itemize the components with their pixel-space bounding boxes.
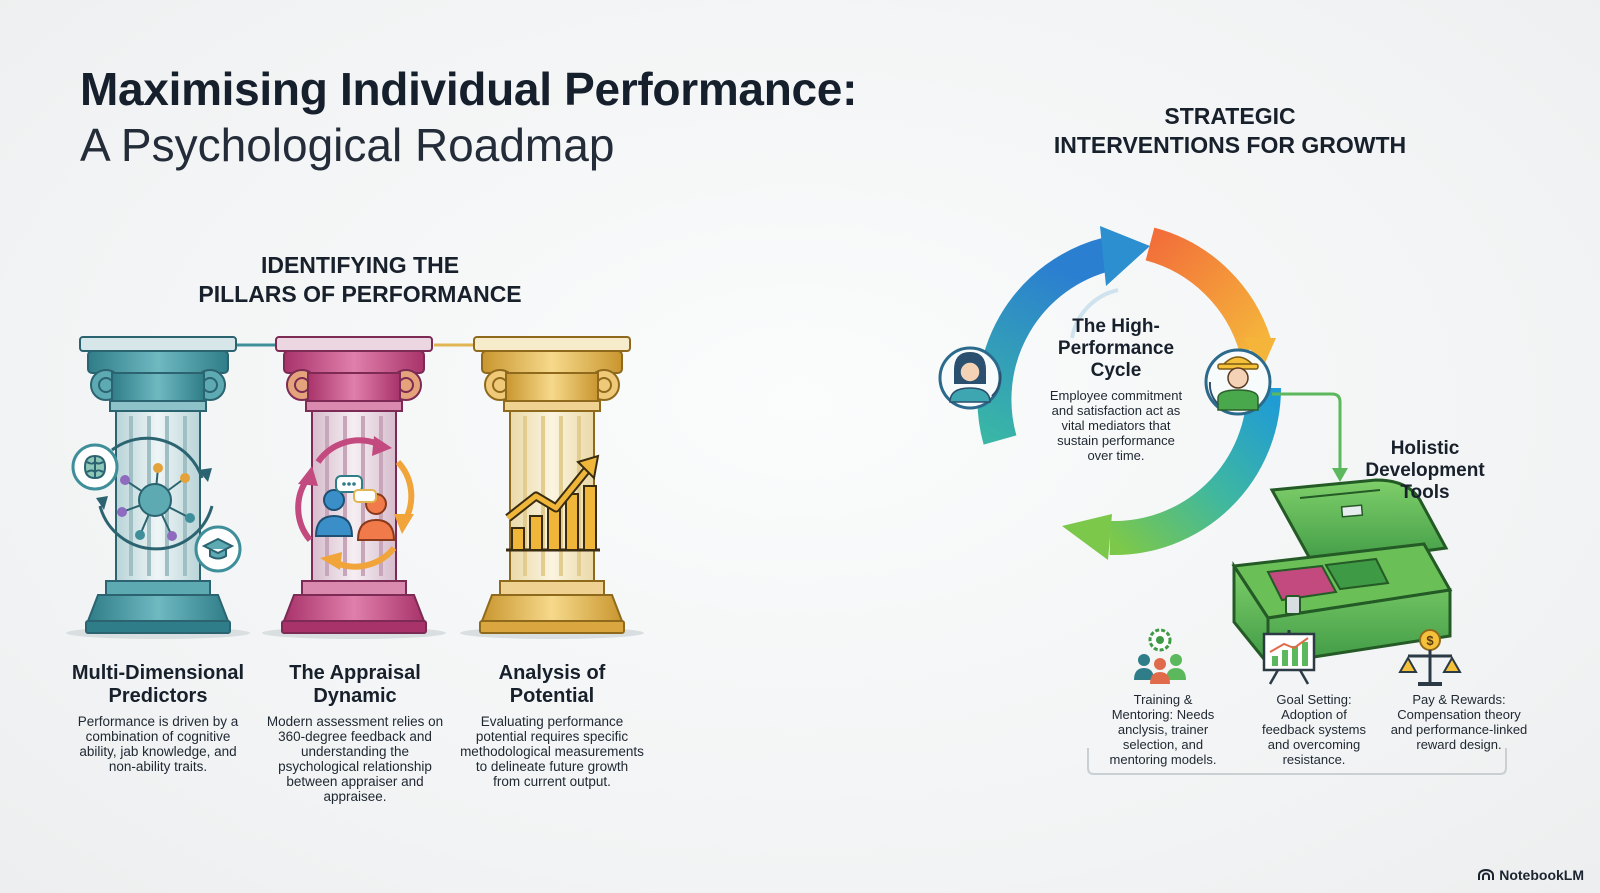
toolbox-icon bbox=[1231, 478, 1453, 666]
presentation-chart-icon bbox=[1262, 630, 1316, 685]
page-title: Maximising Individual Performance: bbox=[80, 63, 858, 115]
pillar-3-block: Analysis of Potential Evaluating perform… bbox=[452, 662, 652, 789]
pillar-2-title: The Appraisal Dynamic bbox=[289, 662, 421, 707]
cycle-ring bbox=[977, 226, 1281, 560]
cycle-desc: Employee commitment and satisfaction act… bbox=[1049, 388, 1183, 463]
tools-bracket bbox=[1087, 748, 1507, 775]
interventions-heading: STRATEGIC INTERVENTIONS FOR GROWTH bbox=[1053, 103, 1407, 158]
cycle-to-tools-arrow bbox=[1272, 392, 1342, 470]
toolbox-title: Holistic Development Tools bbox=[1365, 438, 1485, 503]
brain-network-icon bbox=[71, 436, 242, 573]
employee-avatar-icon bbox=[938, 346, 1002, 410]
pillars-heading: IDENTIFYING THE PILLARS OF PERFORMANCE bbox=[198, 252, 522, 307]
pillar-3-title: Analysis of Potential bbox=[498, 662, 606, 707]
pillar-1-desc: Performance is driven by a combination o… bbox=[77, 714, 239, 774]
feedback-cycle-icon bbox=[295, 436, 415, 570]
cycle-title: The High- Performance Cycle bbox=[1057, 316, 1175, 381]
training-team-icon bbox=[1134, 628, 1186, 684]
pillar-1-title: Multi-Dimensional Predictors bbox=[71, 662, 245, 707]
growth-chart-icon bbox=[505, 454, 600, 552]
pillar-3-desc: Evaluating performance potential require… bbox=[460, 714, 644, 789]
cycle-center: The High- Performance Cycle Employee com… bbox=[1026, 316, 1206, 463]
svg-text:$: $ bbox=[1426, 633, 1434, 648]
tool-pay-desc: Pay & Rewards: Compensation theory and p… bbox=[1390, 692, 1528, 752]
worker-avatar-icon bbox=[1204, 348, 1272, 416]
brand-badge: NotebookLM bbox=[1478, 867, 1584, 883]
brand-label: NotebookLM bbox=[1499, 867, 1584, 883]
pillar-2-block: The Appraisal Dynamic Modern assessment … bbox=[262, 662, 448, 804]
scales-coin-icon: $ bbox=[1398, 629, 1462, 686]
pillar-gold bbox=[460, 336, 644, 639]
tool-training-desc: Training & Mentoring: Needs anclysis, tr… bbox=[1109, 692, 1217, 767]
pillar-teal bbox=[66, 336, 250, 639]
pillar-1-block: Multi-Dimensional Predictors Performance… bbox=[68, 662, 248, 774]
pillar-2-desc: Modern assessment relies on 360-degree f… bbox=[266, 714, 444, 804]
notebooklm-logo-icon bbox=[1478, 869, 1495, 880]
page-subtitle: A Psychological Roadmap bbox=[80, 119, 615, 171]
tool-goal-desc: Goal Setting: Adoption of feedback syste… bbox=[1261, 692, 1367, 767]
